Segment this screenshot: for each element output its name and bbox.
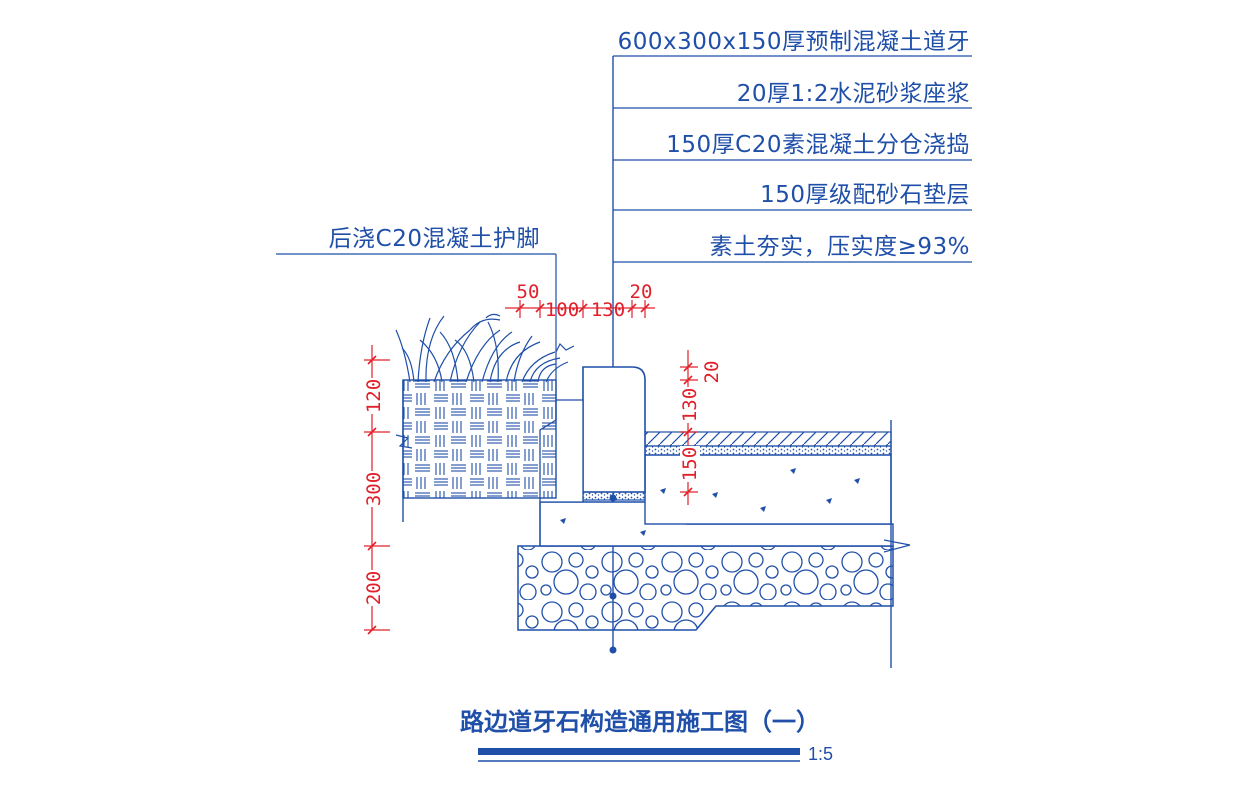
- dim-right-130: 130: [679, 388, 701, 422]
- dimensions: 50 100 130 20 120 300 200: [363, 281, 723, 635]
- dim-top-130: 130: [591, 299, 625, 321]
- label-mortar-bed: 20厚1:2水泥砂浆座浆: [737, 81, 970, 107]
- dim-left-200: 200: [363, 571, 385, 605]
- dim-top-100: 100: [545, 299, 579, 321]
- label-compacted-soil: 素土夯实，压实度≥93%: [710, 234, 970, 260]
- drawing-title: 路边道牙石构造通用施工图（一）: [460, 708, 820, 736]
- drawing-scale: 1:5: [808, 744, 833, 764]
- dim-left-120: 120: [363, 379, 385, 413]
- grass-plants: [395, 313, 575, 383]
- dim-right-20: 20: [701, 361, 723, 384]
- label-concrete-base: 150厚C20素混凝土分仓浇捣: [666, 132, 970, 158]
- cross-section: [395, 313, 911, 668]
- mortar-bed-layer: [582, 491, 646, 501]
- dim-top-20: 20: [630, 281, 653, 303]
- gravel-cushion-layer: [517, 545, 894, 631]
- precast-curb-stone: [582, 366, 646, 493]
- title-block: 路边道牙石构造通用施工图（一） 1:5: [460, 708, 833, 764]
- label-gravel-cushion: 150厚级配砂石垫层: [760, 182, 970, 208]
- planting-soil-block: [402, 379, 557, 499]
- label-precast-curb: 600x300x150厚预制混凝土道牙: [618, 29, 970, 55]
- dim-right-150: 150: [679, 447, 701, 481]
- dim-left-300: 300: [363, 472, 385, 506]
- dim-top-50: 50: [517, 281, 540, 303]
- road-surface-layer: [644, 431, 892, 447]
- label-concrete-haunch: 后浇C20混凝土护脚: [329, 226, 540, 252]
